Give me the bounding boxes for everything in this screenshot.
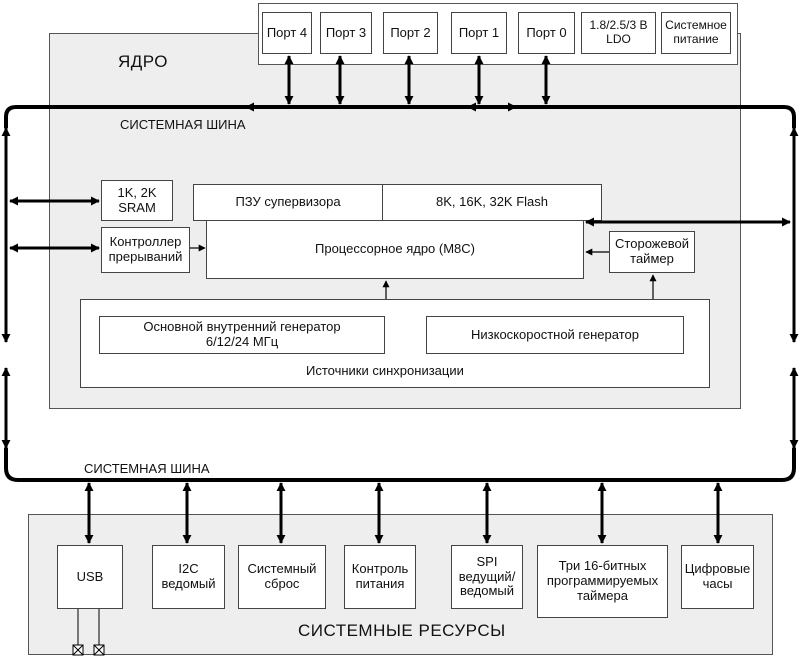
interrupt-controller-box: Контроллер прерываний bbox=[101, 227, 190, 273]
resource-power-control-box: Контроль питания bbox=[344, 545, 416, 609]
system-bus-bottom bbox=[4, 448, 796, 482]
resource-usb-box: USB bbox=[57, 545, 123, 609]
supervisor-rom-box: ПЗУ супервизора bbox=[193, 184, 383, 221]
port-4-box: Порт 4 bbox=[262, 12, 312, 54]
ldo-box: 1.8/2.5/3 В LDO bbox=[581, 12, 656, 54]
resource-digital-clock-box: Цифровые часы bbox=[681, 545, 754, 609]
resource-i2c-box: I2C ведомый bbox=[152, 545, 225, 609]
sram-box: 1K, 2K SRAM bbox=[101, 180, 173, 221]
resource-spi-box: SPI ведущий/ ведомый bbox=[451, 545, 523, 609]
system-power-box: Системное питание bbox=[661, 12, 731, 54]
usb-pin-2 bbox=[93, 644, 105, 656]
low-speed-oscillator-box: Низкоскоростной генератор bbox=[426, 316, 684, 354]
port-0-box: Порт 0 bbox=[518, 12, 575, 54]
usb-pin-1 bbox=[72, 644, 84, 656]
clock-sources-label: Источники синхронизации bbox=[306, 363, 464, 378]
main-oscillator-box: Основной внутренний генератор 6/12/24 МГ… bbox=[99, 316, 385, 354]
resource-system-reset-box: Системный сброс bbox=[238, 545, 326, 609]
cpu-core-box: Процессорное ядро (M8C) bbox=[206, 220, 584, 279]
watchdog-box: Сторожевой таймер bbox=[609, 231, 695, 273]
resource-timers-box: Три 16-битных программируемых таймера bbox=[537, 545, 668, 618]
system-bus-bottom-label: СИСТЕМНАЯ ШИНА bbox=[84, 461, 210, 476]
system-bus-top-label: СИСТЕМНАЯ ШИНА bbox=[120, 117, 246, 132]
system-bus-top bbox=[4, 105, 796, 128]
flash-box: 8K, 16K, 32K Flash bbox=[382, 184, 602, 221]
port-1-box: Порт 1 bbox=[451, 12, 507, 54]
core-title: ЯДРО bbox=[118, 52, 168, 71]
system-resources-title: СИСТЕМНЫЕ РЕСУРСЫ bbox=[298, 621, 506, 640]
port-3-box: Порт 3 bbox=[320, 12, 372, 54]
port-2-box: Порт 2 bbox=[383, 12, 438, 54]
